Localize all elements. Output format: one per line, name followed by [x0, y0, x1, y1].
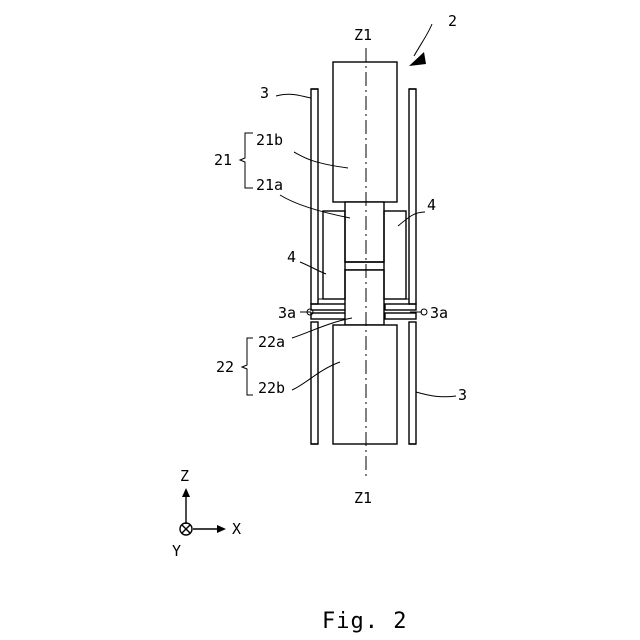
label-magnet-right: 4 — [427, 196, 436, 214]
label-group-21: 21 — [214, 151, 232, 169]
label-hole-right: 3a — [430, 304, 448, 322]
label-axis-top: Z1 — [354, 26, 372, 44]
label-tube-lower: 3 — [458, 386, 467, 404]
device-arrow — [409, 52, 426, 66]
coord-x: X — [232, 520, 241, 538]
magnet-left — [323, 211, 345, 299]
magnet-right — [384, 211, 406, 299]
figure-caption: Fig. 2 — [322, 609, 407, 634]
coordinate-system: Z X Y — [172, 467, 241, 560]
coord-y: Y — [172, 542, 181, 560]
label-part-22a: 22a — [258, 333, 285, 351]
coord-z: Z — [180, 467, 189, 485]
label-part-21a: 21a — [256, 176, 283, 194]
label-device: 2 — [448, 12, 457, 30]
label-hole-left: 3a — [278, 304, 296, 322]
rod-21a — [345, 202, 384, 262]
label-tube-upper: 3 — [260, 84, 269, 102]
label-part-22b: 22b — [258, 379, 285, 397]
label-part-21b: 21b — [256, 131, 283, 149]
label-magnet-left: 4 — [287, 248, 296, 266]
rod-22b — [333, 325, 397, 444]
rod-21b — [333, 62, 397, 202]
label-axis-bottom: Z1 — [354, 489, 372, 507]
label-group-22: 22 — [216, 358, 234, 376]
rod-22a — [345, 270, 384, 325]
